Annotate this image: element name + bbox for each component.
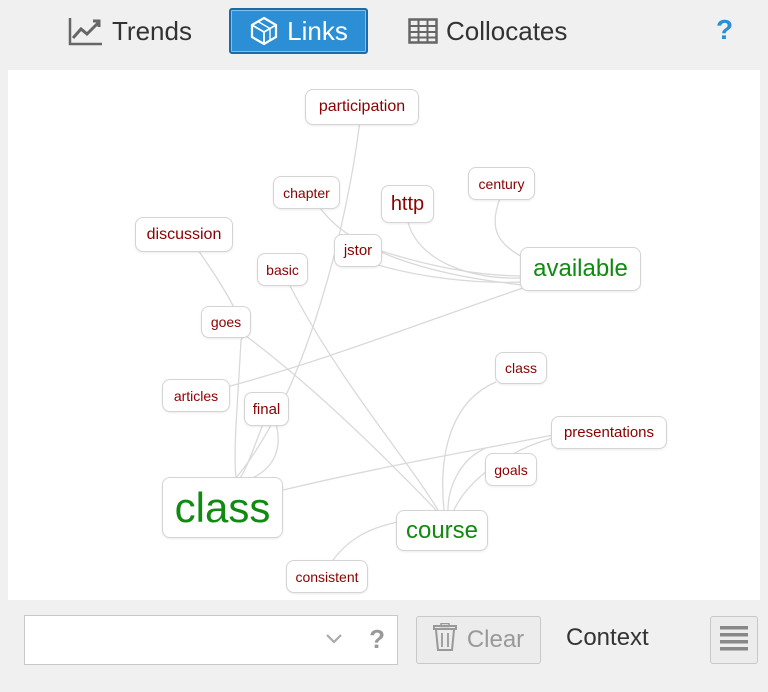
edge-jstor-available-2 <box>367 261 524 283</box>
node-available[interactable]: available <box>520 247 641 291</box>
edge-http-available <box>407 221 524 279</box>
tab-collocates-label: Collocates <box>446 15 568 46</box>
node-goals[interactable]: goals <box>485 453 537 486</box>
search-help-icon[interactable]: ? <box>369 624 385 654</box>
node-class-big[interactable]: class <box>162 477 283 538</box>
menu-button[interactable] <box>710 616 758 664</box>
node-http[interactable]: http <box>381 185 434 223</box>
node-final[interactable]: final <box>244 392 289 426</box>
edge-final-class <box>239 423 264 479</box>
network-cube-icon <box>249 16 279 46</box>
tab-trends-label: Trends <box>112 15 192 46</box>
tab-collocates[interactable]: Collocates <box>398 8 577 54</box>
help-icon[interactable]: ? <box>716 14 734 45</box>
edge-goals-course <box>447 447 487 511</box>
trash-icon <box>432 622 457 658</box>
links-graph[interactable]: participation chapter http century discu… <box>8 70 760 600</box>
node-articles[interactable]: articles <box>162 379 230 412</box>
tab-links[interactable]: Links <box>229 8 368 54</box>
node-century[interactable]: century <box>468 167 535 200</box>
line-chart-icon <box>68 16 104 46</box>
search-input[interactable]: ? <box>24 615 398 665</box>
node-presentations[interactable]: presentations <box>551 416 667 449</box>
edge-consistent-course <box>332 521 399 561</box>
edge-goes-course <box>245 335 437 511</box>
node-basic[interactable]: basic <box>257 253 308 286</box>
tab-links-label: Links <box>287 15 348 46</box>
edge-century-available <box>494 197 529 261</box>
chevron-down-icon[interactable] <box>325 628 343 651</box>
clear-button[interactable]: Clear <box>416 616 541 664</box>
node-class-small[interactable]: class <box>495 352 547 384</box>
node-jstor[interactable]: jstor <box>334 234 382 267</box>
node-participation[interactable]: participation <box>305 89 419 125</box>
edge-basic-course <box>287 281 439 511</box>
graph-edges <box>197 119 554 561</box>
edge-articles-available <box>222 287 524 389</box>
edge-class-presentations <box>282 434 554 491</box>
edge-jstor-available <box>377 249 524 277</box>
edge-classsmall-course <box>442 381 497 511</box>
edge-chapter-available <box>317 204 524 286</box>
node-course[interactable]: course <box>396 510 488 551</box>
node-consistent[interactable]: consistent <box>286 560 368 593</box>
edge-final-class-2 <box>247 423 279 481</box>
bottom-toolbar: ? Clear Context <box>0 600 768 692</box>
node-goes[interactable]: goes <box>201 306 251 338</box>
node-chapter[interactable]: chapter <box>273 176 340 209</box>
tab-trends[interactable]: Trends <box>58 8 202 54</box>
clear-label: Clear <box>466 626 525 653</box>
context-label[interactable]: Context <box>566 624 649 651</box>
edge-discussion-class <box>197 249 244 479</box>
table-icon <box>408 18 438 44</box>
edge-participation-class <box>235 119 361 479</box>
node-discussion[interactable]: discussion <box>135 217 233 252</box>
hamburger-menu-icon <box>720 625 748 656</box>
